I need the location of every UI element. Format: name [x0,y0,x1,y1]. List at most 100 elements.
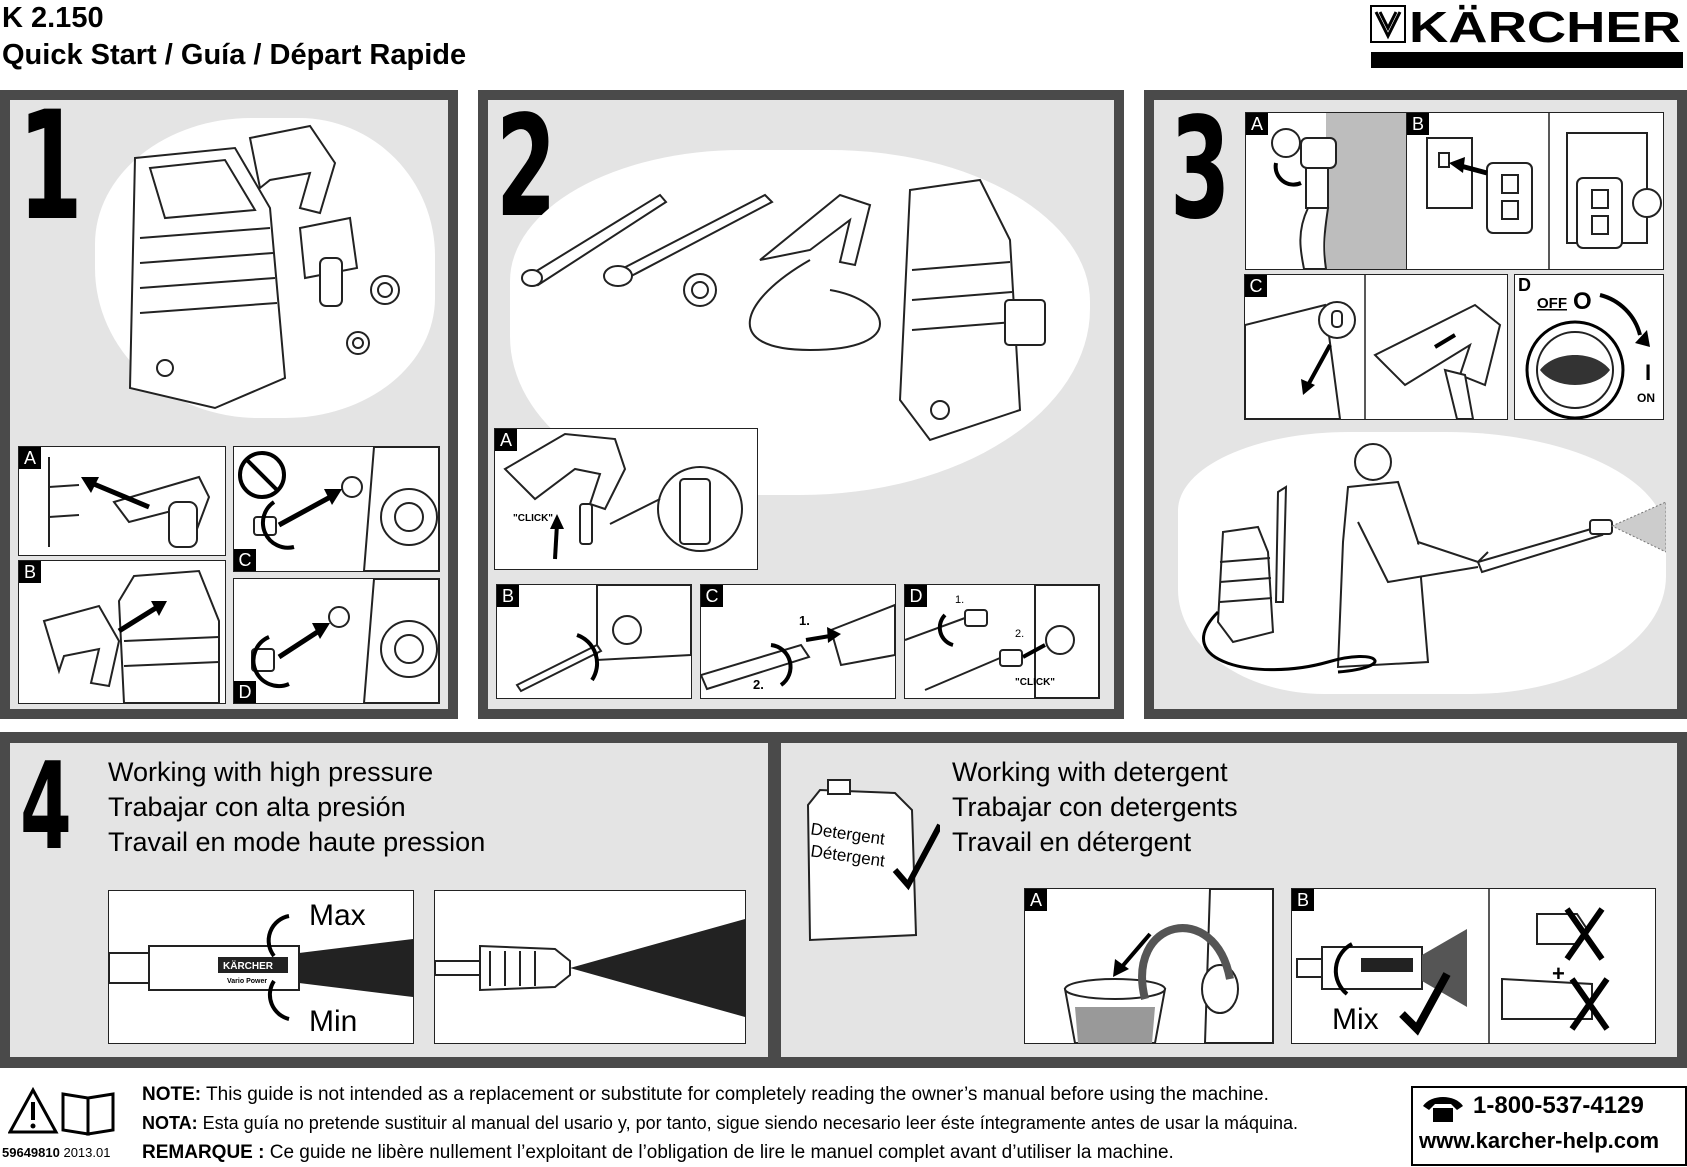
high-pressure-es: Trabajar con alta presión [108,792,406,822]
karcher-logo: KÄRCHER [1369,2,1685,72]
max-label: Max [309,899,366,932]
cross-icon [1564,907,1605,961]
vario-power-nozzle-illustration: KÄRCHER Vario Power Max Min [109,899,413,1038]
attach-hose-to-gun-illustration: "CLICK" [503,432,743,560]
model-name: K 2.150 [2,2,104,34]
note-es-label: NOTA: [142,1113,198,1133]
low-pressure-mix-illustration: Mix + [1296,889,1610,1043]
manual-book-icon [61,1092,115,1136]
label-1b: B [19,561,41,583]
note-es: NOTA: Esta guía no pretende sustituir al… [142,1109,1298,1138]
wand-brand-text: KÄRCHER [223,959,274,972]
switch-i-label: I [1645,360,1651,385]
high-pressure-en: Working with high pressure [108,757,434,787]
header-title: K 2.150 Quick Start / Guía / Départ Rapi… [2,0,466,74]
step3-subpanel-b: B [1406,112,1664,270]
note-fr-text: Ce guide ne libère nullement l’exploitan… [264,1142,1174,1163]
doc-date: 2013.01 [63,1145,111,1160]
karcher-logo-icon: KÄRCHER [1370,3,1683,68]
step-d-second: 2. [1015,628,1024,640]
footer-notes: NOTE: This guide is not intended as a re… [142,1080,1298,1167]
doc-id: 59649810 2013.01 [2,1145,110,1160]
attach-gun-to-machine-illustration [515,585,691,693]
support-contact-box: 1-800-537-4129 www.karcher-help.com [1411,1086,1687,1166]
label-2a: A [495,429,517,451]
step4-subpanel-b: B Mix + [1291,888,1656,1044]
label-2b: B [497,585,519,607]
label-1a: A [19,447,41,469]
high-pressure-heading: Working with high pressure Trabajar con … [108,755,485,860]
step4-number: 4 [20,738,72,877]
step2-subpanel-b: B [496,584,692,699]
step1-number: 1 [18,80,83,254]
step1-parts-illustration [128,124,400,410]
rotate-arrow-icon [251,635,290,688]
detergent-heading: Working with detergent Trabajar con dete… [952,755,1238,860]
note-es-text: Esta guía no pretende sustituir al manua… [197,1113,1298,1133]
high-pressure-fr: Travail en mode haute pression [108,827,486,857]
support-phone[interactable]: 1-800-537-4129 [1473,1092,1644,1119]
label-1c: C [234,549,256,571]
doc-number: 59649810 [2,1145,60,1160]
step2-subpanel-d: D 1. 2. "CLICK" [904,584,1100,699]
label-2d: D [905,585,927,607]
power-switch-illustration: OFF O I ON [1525,288,1655,419]
step1-subpanel-a: A [18,446,226,556]
detergent-fr: Travail en détergent [952,827,1192,857]
connect-adapter-illustration [251,579,439,703]
release-trigger-lock-illustration [1245,275,1502,419]
label-2c: C [701,585,723,607]
support-website[interactable]: www.karcher-help.com [1419,1128,1660,1153]
step4-subpanel-a: A [1024,888,1274,1044]
telephone-icon [1423,1097,1463,1122]
fan-nozzle-illustration [435,919,745,1017]
open-water-tap-illustration [1271,113,1406,269]
label-3d: D [1518,275,1531,295]
attach-lance-illustration: 1. 2. [701,603,895,692]
vario-power-adjust-panel: KÄRCHER Vario Power Max Min [108,890,414,1044]
detergent-en: Working with detergent [952,757,1228,787]
step-c-second: 2. [753,677,764,692]
check-icon [1399,972,1451,1036]
detergent-hose-in-bucket-illustration [1063,889,1273,1043]
label-4a: A [1025,889,1047,911]
step1-subpanel-d: D [233,578,440,704]
wand-sub-text: Vario Power [227,978,267,985]
step1-subpanel-c: C [233,446,440,572]
footer-icons [8,1086,115,1136]
plug-in-gfci-illustration [1426,113,1662,269]
switch-on-label: ON [1637,391,1655,405]
step2-subpanel-c: C 1. 2. [700,584,896,699]
label-3b: B [1407,113,1429,135]
step1-subpanel-b: B [18,560,226,704]
rotate-arrow-icon [260,500,295,550]
note-en-text: This guide is not intended as a replacem… [201,1084,1269,1105]
switch-o-label: O [1573,288,1592,315]
label-3a: A [1246,113,1268,135]
switch-off-label: OFF [1537,295,1567,312]
step-c-first: 1. [799,613,810,628]
attach-handle-illustration [42,569,220,703]
check-icon [892,823,940,891]
label-3c: C [1245,275,1267,297]
step3-subpanel-d: D OFF O I ON [1514,274,1664,420]
brand-wordmark: KÄRCHER [1409,3,1681,52]
min-label: Min [309,1005,357,1038]
label-4b: B [1292,889,1314,911]
step3-number: 3 [1170,88,1231,251]
click-callout-a: "CLICK" [513,513,553,524]
fan-nozzle-panel [434,890,746,1044]
attach-holder-illustration [48,457,211,548]
step2-parts-illustration [521,178,1046,442]
svg-text:+: + [1552,961,1565,986]
step3-subpanel-c: C [1244,274,1508,420]
page-subtitle: Quick Start / Guía / Départ Rapide [2,39,467,71]
attach-garden-hose-illustration: 1. 2. "CLICK" [905,585,1099,698]
note-fr-label: REMARQUE : [142,1142,265,1163]
note-en-label: NOTE: [142,1084,202,1105]
operator-spraying-illustration [1202,443,1666,674]
click-callout-d: "CLICK" [1015,677,1055,688]
note-fr: REMARQUE : Ce guide ne libère nullement … [142,1138,1298,1167]
cross-icon [1569,977,1610,1031]
detergent-es: Trabajar con detergents [952,792,1238,822]
